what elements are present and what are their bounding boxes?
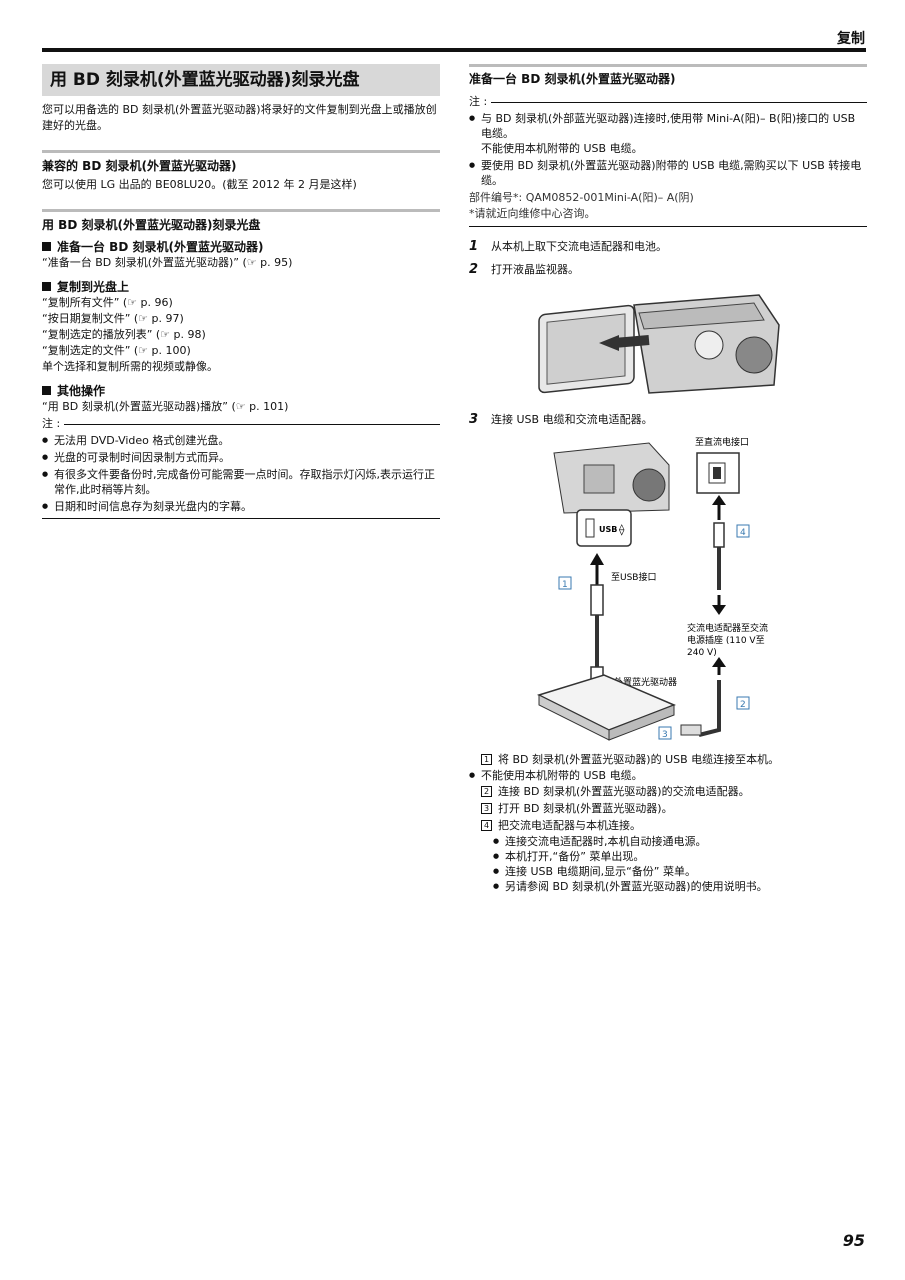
note-item: 要使用 BD 刻录机(外置蓝光驱动器)附带的 USB 电缆,需购买以下 USB … xyxy=(469,158,867,188)
dc-jack-label: 至直流电接口 xyxy=(695,436,749,448)
page-number: 95 xyxy=(842,1231,865,1250)
copy-link[interactable]: “复制选定的播放列表” (☞ p. 98) xyxy=(42,328,206,341)
sub-bullet: 连接 USB 电缆期间,显示“备份” 菜单。 xyxy=(493,864,867,879)
part-number: 部件编号*: QAM0852-001Mini-A(阳)– A(阴) xyxy=(469,191,694,204)
note-item: 无法用 DVD-Video 格式创建光盘。 xyxy=(42,433,440,448)
note-end-rule xyxy=(42,518,440,519)
camcorder-open-lcd-illustration xyxy=(538,294,780,394)
callout-1: 1 xyxy=(562,580,568,590)
copy-subheading: 复制到光盘上 xyxy=(42,279,440,295)
prep-link[interactable]: “准备一台 BD 刻录机(外置蓝光驱动器)” (☞ p. 95) xyxy=(42,256,293,269)
usb-jack-label: 至USB接口 xyxy=(611,571,656,583)
square-icon xyxy=(42,242,51,251)
section-label: 复制 xyxy=(837,31,865,47)
callout-2: 2 xyxy=(740,700,746,710)
header-rule xyxy=(42,48,866,52)
note-item: 光盘的可录制时间因录制方式而异。 xyxy=(42,450,440,465)
drive-label: 外置蓝光驱动器 xyxy=(614,676,677,688)
ac-label-3: 240 V) xyxy=(687,648,717,658)
sub-bullet: 连接交流电适配器时,本机自动接通电源。 xyxy=(493,834,867,849)
sub-bullet: 另请参阅 BD 刻录机(外置蓝光驱动器)的使用说明书。 xyxy=(493,879,867,894)
ac-label-1: 交流电适配器至交流 xyxy=(687,622,768,634)
usb-port-icon: USB ⟠ xyxy=(576,509,632,547)
connection-diagram: USB ⟠ 至直流电接口 至USB接口 1 外置蓝光驱动器 4 交流电适配器至交… xyxy=(536,436,768,741)
square-icon xyxy=(42,282,51,291)
callout-4: 4 xyxy=(740,528,746,538)
intro-text: 您可以用备选的 BD 刻录机(外置蓝光驱动器)将录好的文件复制到光盘上或播放创建… xyxy=(42,103,437,132)
page-title: 用 BD 刻录机(外置蓝光驱动器)刻录光盘 xyxy=(42,64,440,96)
copy-link[interactable]: “复制所有文件” (☞ p. 96) xyxy=(42,296,173,309)
burn-heading: 用 BD 刻录机(外置蓝光驱动器)刻录光盘 xyxy=(42,209,440,233)
prep-heading: 准备一台 BD 刻录机(外置蓝光驱动器) xyxy=(469,64,867,87)
prep-subheading: 准备一台 BD 刻录机(外置蓝光驱动器) xyxy=(42,239,440,255)
compat-heading: 兼容的 BD 刻录机(外置蓝光驱动器) xyxy=(42,150,440,174)
note-header: 注 : xyxy=(469,95,867,109)
compat-text: 您可以使用 LG 出品的 BE08LU20。(截至 2012 年 2 月是这样) xyxy=(42,178,357,191)
note-item: 与 BD 刻录机(外部蓝光驱动器)连接时,使用带 Mini-A(阳)– B(阳)… xyxy=(469,111,867,156)
service-note: *请就近向维修中心咨询。 xyxy=(469,207,596,220)
usb-port-label: USB xyxy=(599,525,617,534)
copy-link[interactable]: “复制选定的文件” (☞ p. 100) xyxy=(42,344,191,357)
note-end-rule xyxy=(469,226,867,227)
right-column: 准备一台 BD 刻录机(外置蓝光驱动器) 注 : 与 BD 刻录机(外部蓝光驱动… xyxy=(469,64,867,894)
copy-note: 单个选择和复制所需的视频或静像。 xyxy=(42,360,218,373)
caption-bullet: 不能使用本机附带的 USB 电缆。 xyxy=(469,768,867,783)
sub-bullet: 本机打开,“备份” 菜单出现。 xyxy=(493,849,867,864)
camcorder-side-icon xyxy=(553,442,670,514)
copy-link[interactable]: “按日期复制文件” (☞ p. 97) xyxy=(42,312,184,325)
note-item: 日期和时间信息存为刻录光盘内的字幕。 xyxy=(42,499,440,514)
external-drive-icon xyxy=(536,674,676,741)
dc-jack-icon xyxy=(696,452,740,494)
square-icon xyxy=(42,386,51,395)
other-link[interactable]: “用 BD 刻录机(外置蓝光驱动器)播放” (☞ p. 101) xyxy=(42,400,289,413)
caption-list: 1将 BD 刻录机(外置蓝光驱动器)的 USB 电缆连接至本机。 不能使用本机附… xyxy=(469,751,867,894)
note-header: 注 : xyxy=(42,417,440,431)
note-item: 有很多文件要备份时,完成备份可能需要一点时间。存取指示灯闪烁,表示运行正常作,此… xyxy=(42,467,440,497)
callout-3: 3 xyxy=(662,730,668,740)
svg-text:⟠: ⟠ xyxy=(619,523,625,536)
ac-label-2: 电源插座 (110 V至 xyxy=(687,634,765,646)
other-subheading: 其他操作 xyxy=(42,383,440,399)
left-column: 用 BD 刻录机(外置蓝光驱动器)刻录光盘 您可以用备选的 BD 刻录机(外置蓝… xyxy=(42,64,440,519)
